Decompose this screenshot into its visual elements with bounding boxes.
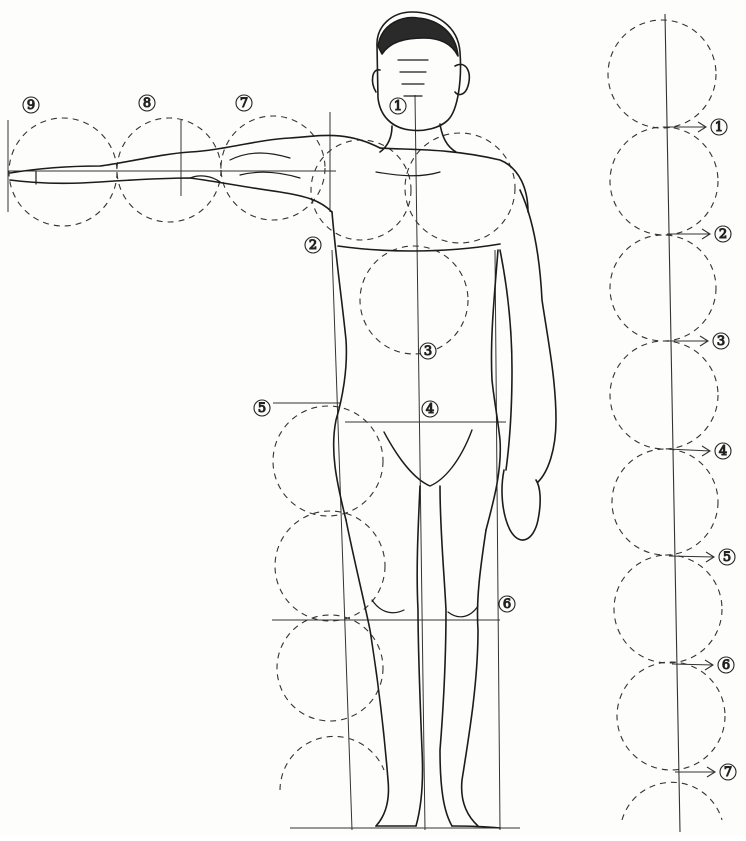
scale-circle <box>608 20 716 128</box>
head-marker-number: 1 <box>394 99 402 114</box>
body-marker-number: 4 <box>426 402 434 417</box>
scale-marker: 1 <box>711 119 727 135</box>
hanging-hand <box>502 470 540 540</box>
scale-marker: 7 <box>720 764 736 780</box>
torso-circle <box>360 246 468 354</box>
left-leg-outer <box>346 520 389 826</box>
body-marker-number: 6 <box>503 597 511 612</box>
scale-circle <box>610 341 718 449</box>
scale-circle <box>610 235 716 341</box>
scale-marker-number: 1 <box>715 120 723 135</box>
scale-markers: 1 2 3 4 5 6 7 <box>711 119 736 780</box>
shin-circle-partial <box>280 736 384 790</box>
hanging-arm-inner <box>500 250 512 470</box>
body-marker: 5 <box>254 400 270 416</box>
figure-center-line <box>415 95 425 830</box>
body-marker: 4 <box>422 401 438 417</box>
scale-marker-number: 7 <box>724 765 732 780</box>
arm-circle-hand <box>9 118 117 226</box>
arm-marker-number: 7 <box>240 96 248 111</box>
scale-column <box>608 14 725 832</box>
thigh-circle <box>275 511 385 621</box>
scale-marker: 2 <box>715 226 731 242</box>
arm-marker-number: 8 <box>143 96 151 111</box>
scale-circle-partial <box>622 782 722 820</box>
left-ear <box>373 70 380 92</box>
arm-marker: 9 <box>23 97 39 113</box>
chest-line <box>338 244 500 251</box>
torso-right-side <box>486 250 500 530</box>
scale-circles <box>608 20 725 820</box>
figure-guides <box>8 95 520 830</box>
face-guides <box>398 60 428 96</box>
arm-circle-forearm <box>117 118 221 222</box>
knee-detail <box>372 600 478 617</box>
arm-marker: 7 <box>236 95 252 111</box>
left-leg-inner <box>416 486 423 826</box>
head-marker: 1 <box>390 98 406 114</box>
scale-marker: 4 <box>715 443 731 459</box>
hanging-arm-outer <box>520 190 556 482</box>
arm-top-edge <box>10 135 380 173</box>
left-body-guide <box>332 250 352 830</box>
scale-marker-number: 4 <box>719 444 727 459</box>
scale-arrows <box>666 122 715 777</box>
right-leg-outer <box>462 530 486 826</box>
right-ear <box>455 64 469 94</box>
arm-marker: 8 <box>139 95 155 111</box>
scale-circle <box>610 127 718 235</box>
scale-circle <box>614 555 722 663</box>
scale-circle <box>617 662 725 770</box>
scale-marker: 5 <box>719 549 735 565</box>
scale-marker: 3 <box>713 333 729 349</box>
figure-sketch <box>10 12 556 828</box>
right-body-guide <box>495 250 500 830</box>
scale-circle <box>612 449 718 555</box>
scale-axis <box>665 14 680 832</box>
body-marker-number: 2 <box>309 238 317 253</box>
arm-circle-upper-arm <box>221 116 325 220</box>
knee-circle <box>277 615 383 721</box>
scale-marker-number: 2 <box>719 227 727 242</box>
arm-muscle-detail <box>230 153 300 178</box>
scale-marker: 6 <box>718 657 734 673</box>
scale-marker-number: 6 <box>722 658 730 673</box>
torso-left-side <box>332 212 346 520</box>
body-marker: 3 <box>420 343 436 359</box>
scale-marker-number: 3 <box>717 334 725 349</box>
right-leg-inner <box>440 486 452 826</box>
body-marker-number: 3 <box>424 344 432 359</box>
scale-marker-number: 5 <box>723 550 731 565</box>
arm-marker-number: 9 <box>27 98 35 113</box>
body-marker-number: 5 <box>258 401 266 416</box>
arm-bottom-edge <box>10 178 332 212</box>
body-marker: 6 <box>499 596 515 612</box>
chest-circle-left <box>311 140 411 240</box>
pelvis-lines <box>384 430 472 486</box>
body-marker: 2 <box>305 237 321 253</box>
figure-circles <box>9 116 515 790</box>
